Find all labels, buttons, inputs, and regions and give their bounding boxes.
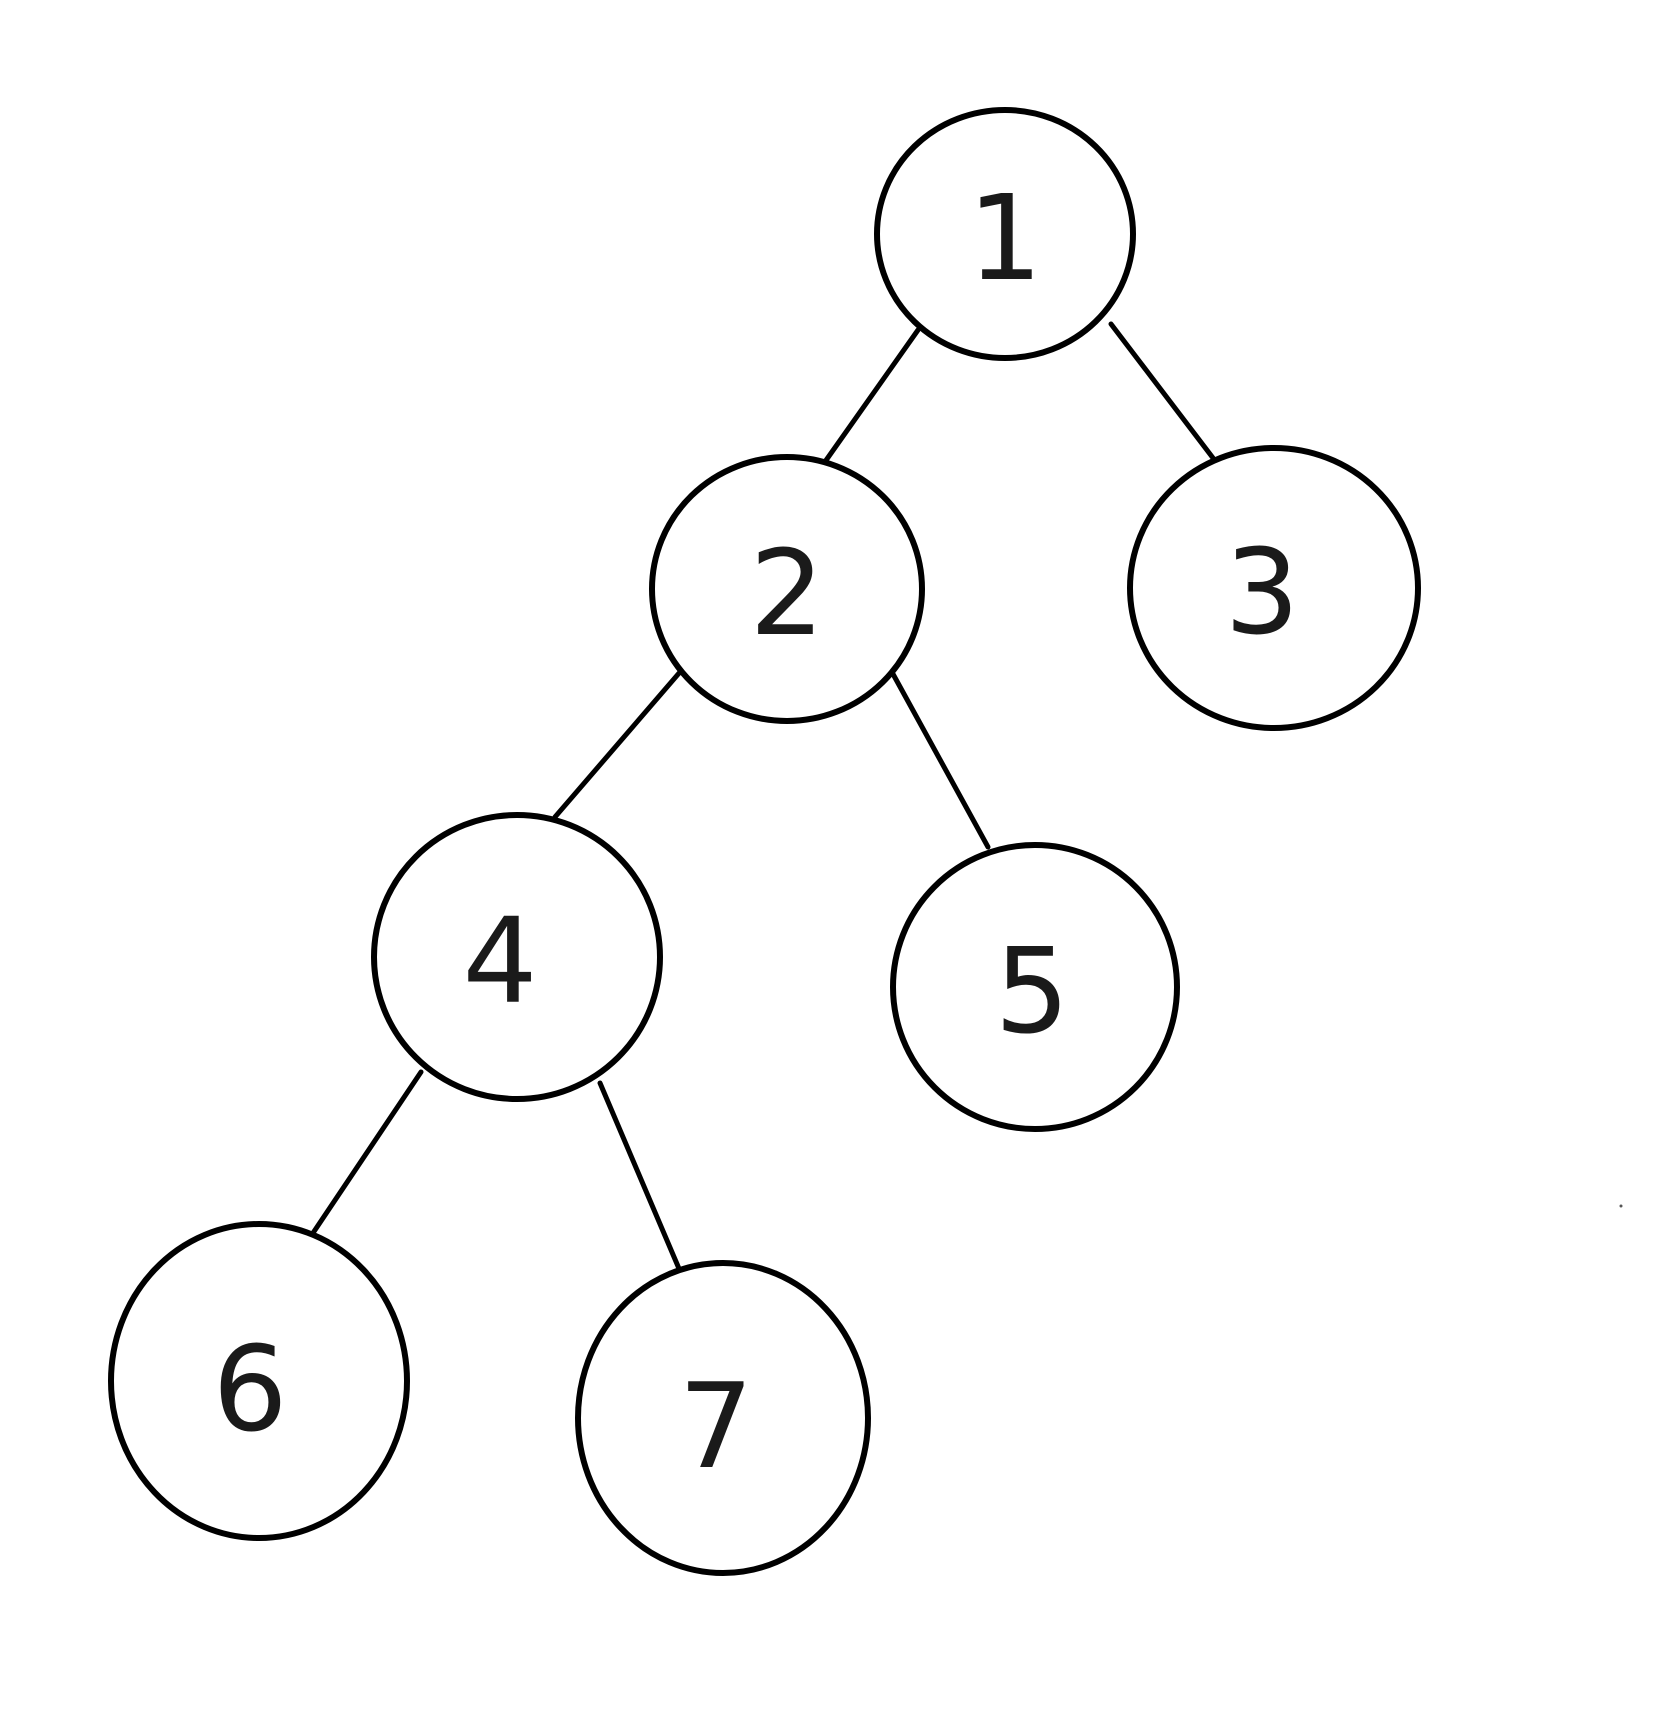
tree-node-6: 6 [108, 1221, 410, 1541]
edge-1-3 [1108, 321, 1216, 461]
node-label: 4 [462, 892, 537, 1030]
node-label: 5 [994, 922, 1069, 1060]
node-label: 7 [678, 1357, 753, 1495]
tree-node-7: 7 [575, 1260, 871, 1576]
edge-1-2 [819, 327, 921, 469]
node-label: 3 [1224, 523, 1299, 661]
node-label: 6 [212, 1320, 287, 1458]
edge-4-7 [597, 1080, 683, 1274]
node-circle [890, 842, 1180, 1132]
tree-node-1: 1 [874, 107, 1136, 361]
tree-node-3: 3 [1127, 445, 1421, 731]
node-circle [108, 1221, 410, 1541]
tree-node-4: 4 [371, 812, 663, 1102]
node-label: 1 [967, 169, 1042, 307]
scan-speck [1619, 1204, 1623, 1208]
node-circle [874, 107, 1136, 361]
tree-node-2: 2 [649, 454, 925, 724]
edge-2-4 [552, 669, 683, 820]
edge-4-6 [310, 1069, 424, 1236]
node-circle [649, 454, 925, 724]
node-circle [1127, 445, 1421, 731]
node-label: 2 [749, 524, 824, 662]
edge-2-5 [890, 671, 991, 850]
tree-node-5: 5 [890, 842, 1180, 1132]
node-circle [575, 1260, 871, 1576]
node-circle [371, 812, 663, 1102]
